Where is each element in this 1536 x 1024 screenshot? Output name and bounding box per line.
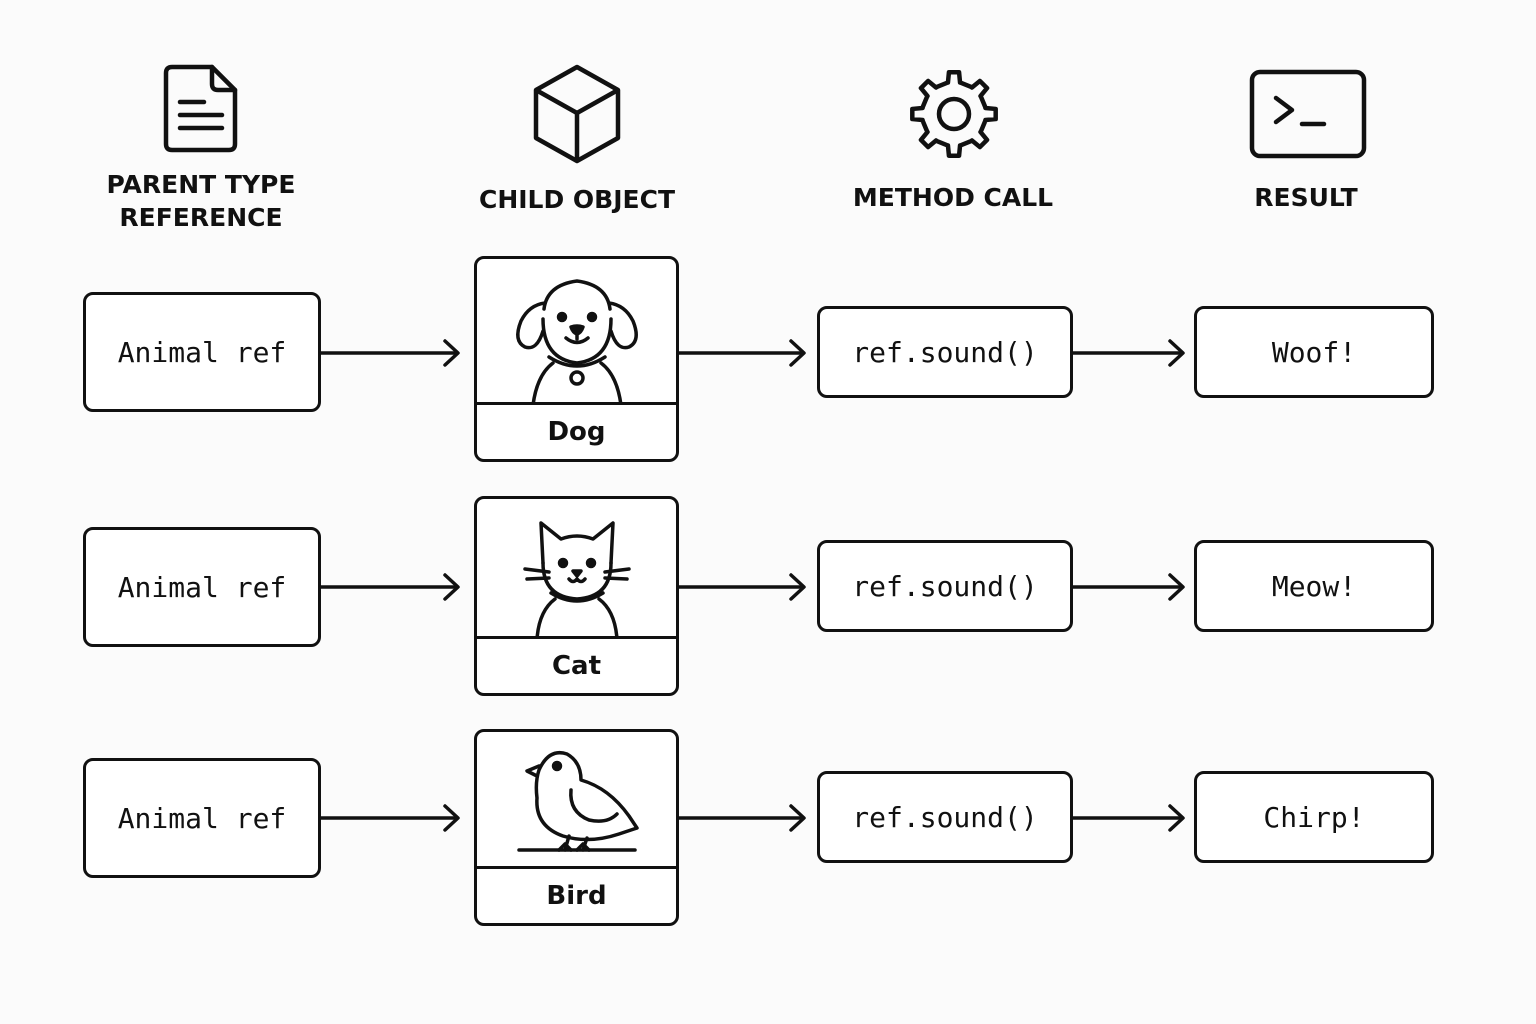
child-object-card: Bird [474, 729, 679, 926]
terminal-icon [1248, 68, 1368, 160]
child-object-label: Dog [477, 402, 676, 459]
header-child-object: CHILD OBJECT [478, 185, 676, 214]
child-object-label: Cat [477, 636, 676, 693]
child-object-card: Cat [474, 496, 679, 696]
method-call-box: ref.sound() [817, 771, 1073, 863]
arrow-icon [319, 804, 460, 832]
result-box: Chirp! [1194, 771, 1434, 863]
result-box: Meow! [1194, 540, 1434, 632]
child-object-card: Dog [474, 256, 679, 462]
arrow-icon [677, 339, 806, 367]
parent-reference-box: Animal ref [83, 758, 321, 878]
document-icon [160, 62, 242, 156]
arrow-icon [1071, 339, 1185, 367]
arrow-icon [677, 573, 806, 601]
header-method-call: METHOD CALL [852, 183, 1054, 212]
gear-icon [906, 66, 1002, 162]
header-parent-line2: REFERENCE [119, 203, 283, 232]
arrow-icon [319, 573, 460, 601]
result-box: Woof! [1194, 306, 1434, 398]
header-parent-type-reference: PARENT TYPE REFERENCE [80, 168, 322, 234]
parent-reference-box: Animal ref [83, 292, 321, 412]
header-result: RESULT [1254, 183, 1358, 212]
arrow-icon [677, 804, 806, 832]
arrow-icon [319, 339, 460, 367]
dog-icon [477, 259, 676, 405]
bird-icon [477, 732, 676, 869]
cat-icon [477, 499, 676, 639]
cube-icon [530, 62, 624, 166]
parent-reference-box: Animal ref [83, 527, 321, 647]
header-parent-line1: PARENT TYPE [106, 170, 296, 199]
arrow-icon [1071, 573, 1185, 601]
method-call-box: ref.sound() [817, 540, 1073, 632]
child-object-label: Bird [477, 866, 676, 923]
arrow-icon [1071, 804, 1185, 832]
method-call-box: ref.sound() [817, 306, 1073, 398]
